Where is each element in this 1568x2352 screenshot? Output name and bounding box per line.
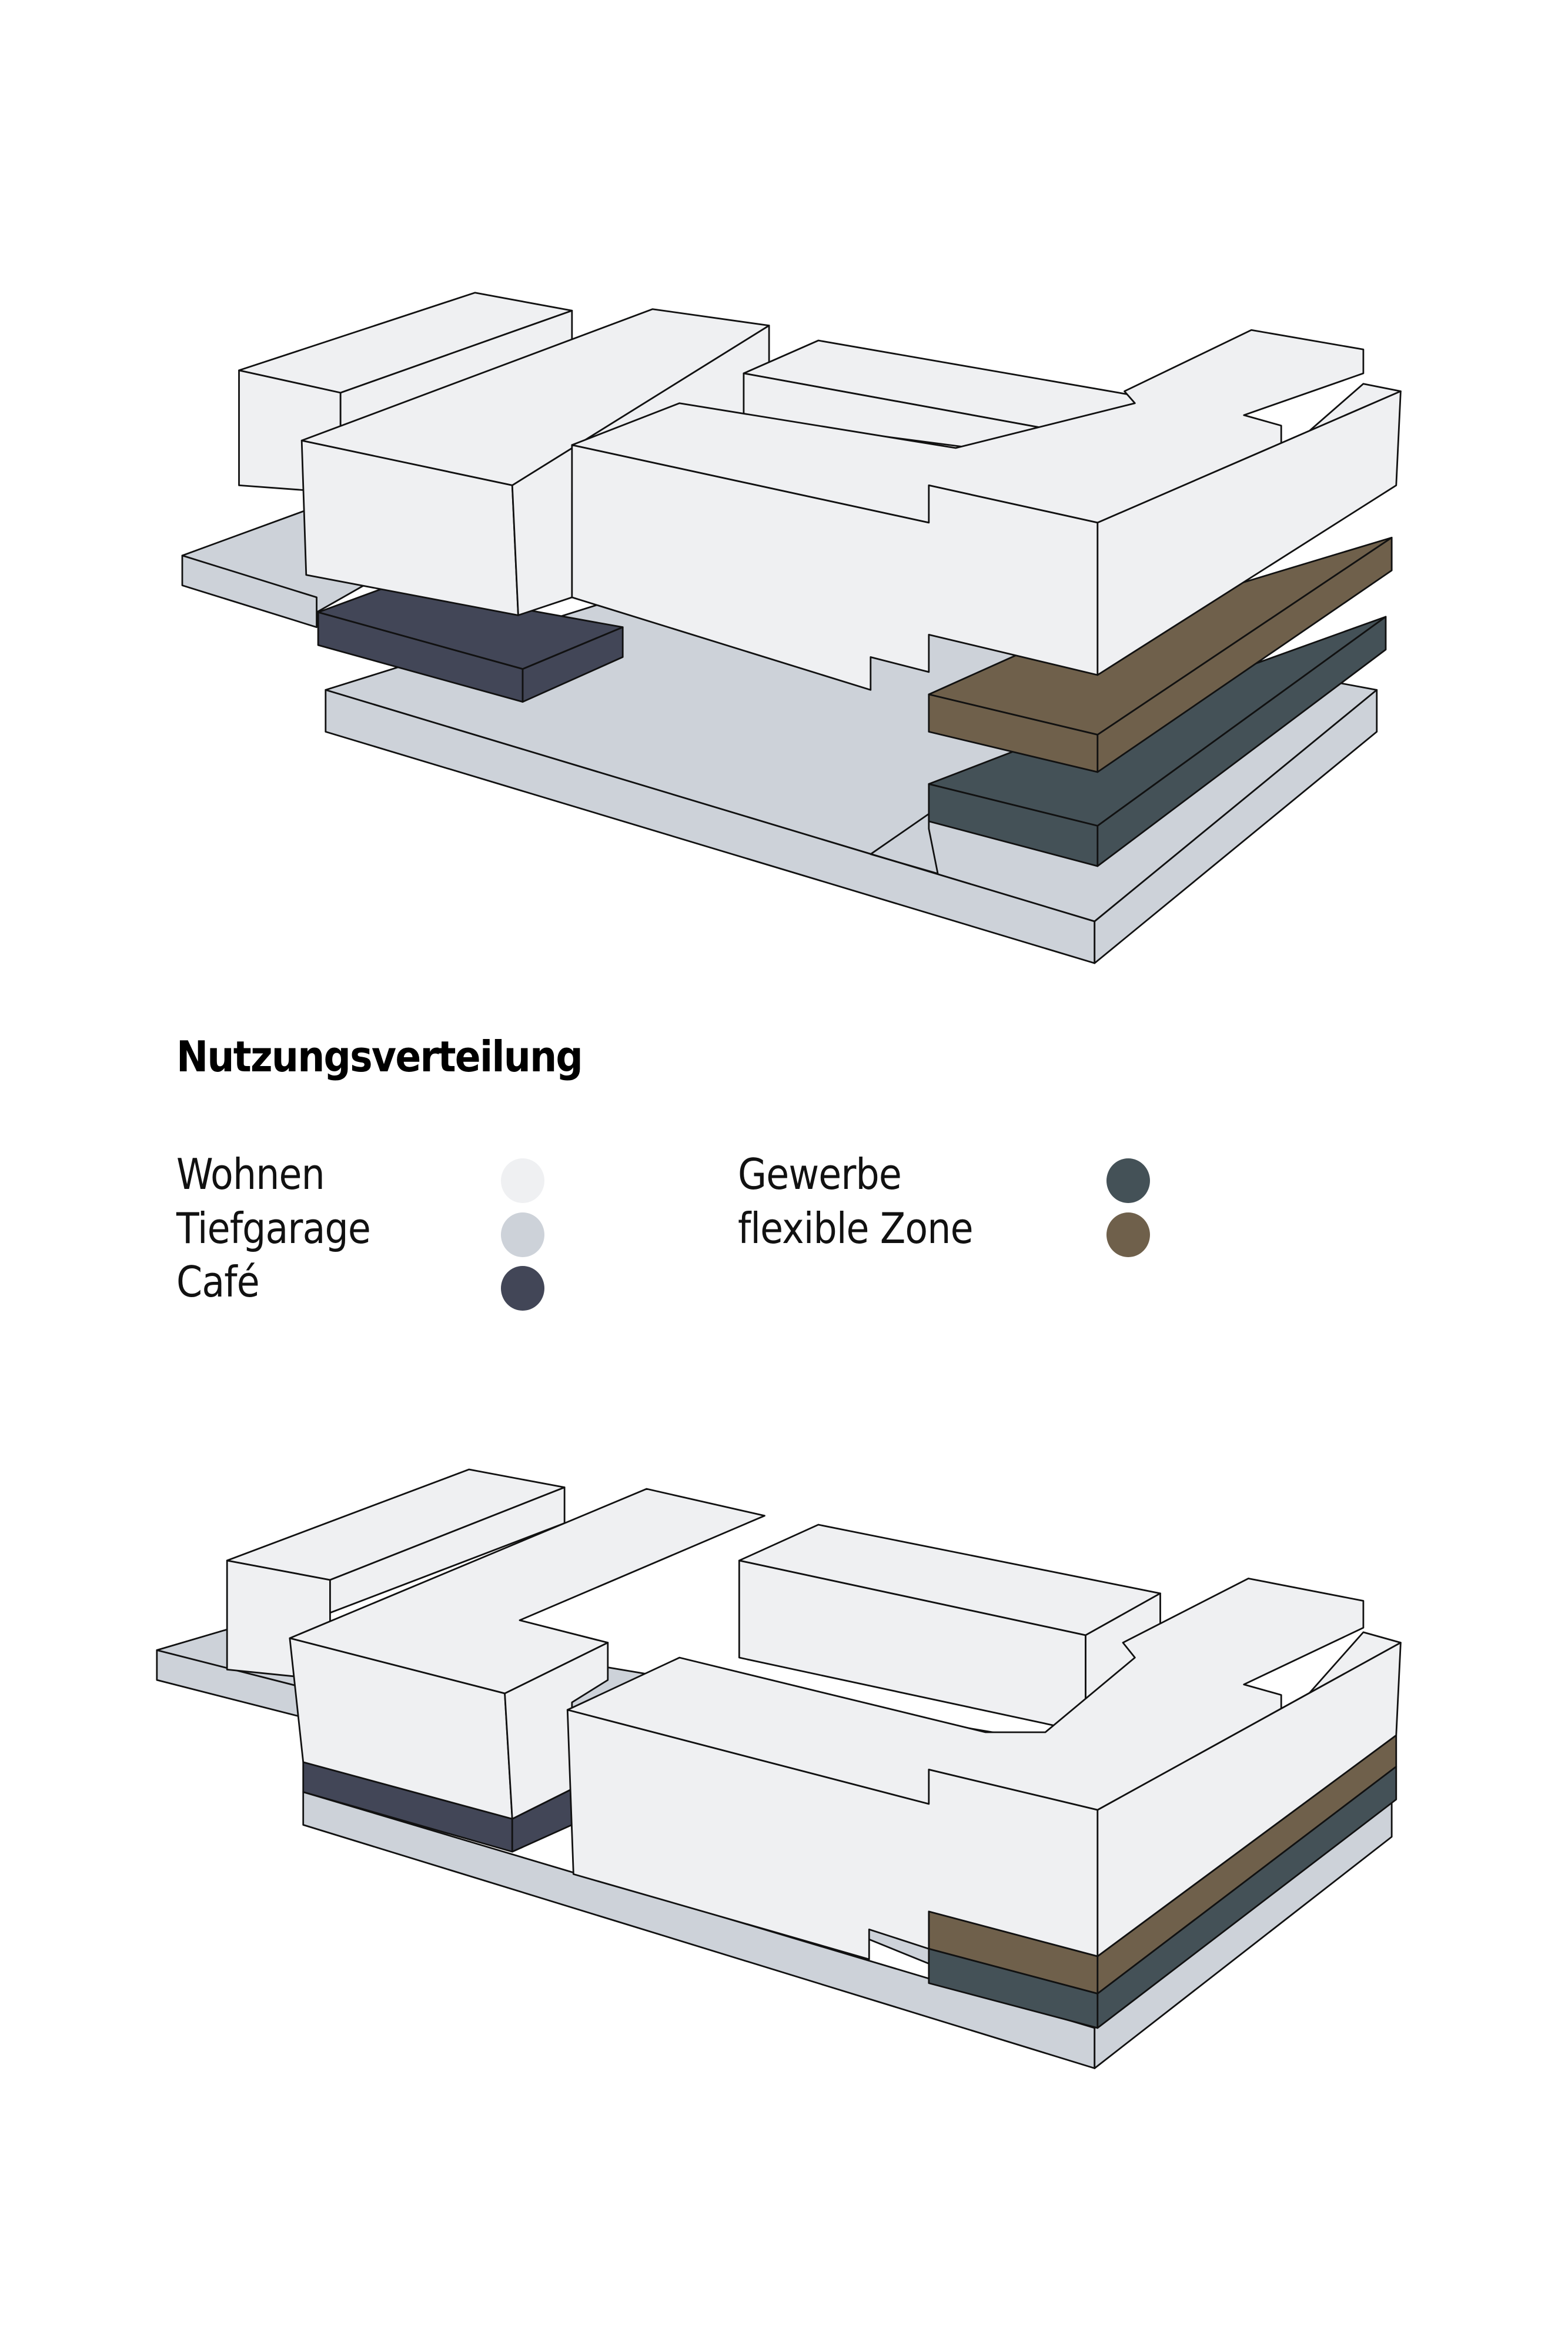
legend-swatch-wohnen xyxy=(501,1158,544,1203)
legend-swatch-cafe xyxy=(501,1266,544,1311)
legend-swatch-gewerbe xyxy=(1106,1158,1150,1203)
legend-label-flexible-zone: flexible Zone xyxy=(738,1204,974,1253)
legend-label-cafe: Café xyxy=(176,1257,260,1307)
wohnen-building-d xyxy=(566,1578,1402,1960)
flexible-zone-block xyxy=(928,536,1393,773)
legend-swatch-flexible-zone xyxy=(1106,1212,1150,1257)
legend-label-gewerbe: Gewerbe xyxy=(738,1150,902,1199)
cafe-block xyxy=(317,584,624,703)
legend-swatch-tiefgarage xyxy=(501,1212,544,1257)
legend-label-wohnen: Wohnen xyxy=(176,1150,325,1199)
wohnen-building-d xyxy=(571,329,1402,691)
legend-label-tiefgarage: Tiefgarage xyxy=(176,1204,371,1253)
legend-title: Nutzungsverteilung xyxy=(176,1032,583,1081)
wohnen-building-b xyxy=(289,1488,765,1820)
gewerbe-band xyxy=(928,1766,1398,2029)
top-diagram xyxy=(181,292,1402,964)
bottom-diagram xyxy=(156,1468,1402,2069)
